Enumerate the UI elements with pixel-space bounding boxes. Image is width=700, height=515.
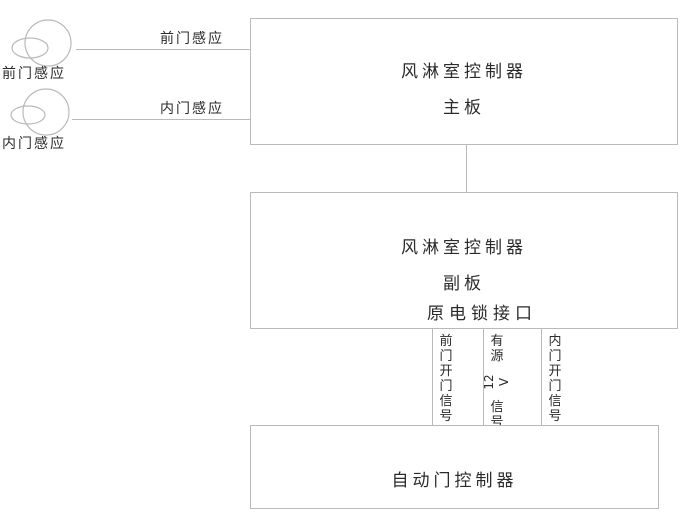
signal-label-fragment: 内	[548, 334, 562, 349]
signal-label-fragment-rotated: 12V	[482, 374, 511, 390]
proximity-sensor-icon	[8, 18, 78, 70]
auto-door-controller-title: 自动门控制器	[391, 471, 518, 491]
sensor-inner-label: 内门感应	[2, 136, 66, 152]
signal-label-fragment: 门	[439, 379, 453, 394]
proximity-sensor-icon	[8, 88, 78, 140]
signal-label-fragment: 有	[490, 334, 504, 349]
signal-label-fragment: 前	[439, 334, 453, 349]
wire-inner-door-open-signal	[541, 329, 542, 425]
wire-inner-door-sensor	[72, 119, 251, 120]
signal-label-fragment: 源	[490, 349, 504, 364]
label-front-door-open-signal: 前门开门信号	[436, 334, 456, 424]
signal-label-fragment: 门	[548, 379, 562, 394]
label-inner-door-open-signal: 内门开门信号	[545, 334, 565, 424]
signal-label-fragment: 信	[548, 394, 562, 409]
signal-label-fragment: 开	[439, 364, 453, 379]
wire-front-door-sensor	[76, 49, 251, 50]
signal-label-fragment: 信	[439, 394, 453, 409]
signal-label-fragment: 门	[548, 349, 562, 364]
box-auto-door-controller: 自动门控制器	[250, 425, 659, 509]
wire-label-front-door-sensor: 前门感应	[160, 31, 224, 47]
sensor-front-label: 前门感应	[2, 66, 66, 82]
signal-label-fragment: 信	[490, 400, 504, 415]
wire-powered-12v-signal	[483, 329, 484, 425]
box-main-board: 风淋室控制器 主板	[250, 18, 678, 145]
signal-label-fragment: 号	[548, 409, 562, 424]
signal-label-fragment: 门	[439, 349, 453, 364]
wire-front-door-open-signal	[432, 329, 433, 425]
sub-board-title: 风淋室控制器	[401, 238, 527, 258]
signal-label-fragment: 号	[439, 409, 453, 424]
wire-label-inner-door-sensor: 内门感应	[160, 101, 224, 117]
main-board-title: 风淋室控制器	[401, 62, 527, 82]
original-lock-interface-label: 原电锁接口	[427, 304, 537, 324]
sub-board-subtitle: 副板	[443, 274, 485, 294]
main-board-subtitle: 主板	[443, 98, 485, 118]
signal-label-fragment: 开	[548, 364, 562, 379]
box-sub-board: 风淋室控制器 副板 原电锁接口	[250, 192, 678, 329]
wire-main-to-sub-board	[466, 145, 467, 192]
